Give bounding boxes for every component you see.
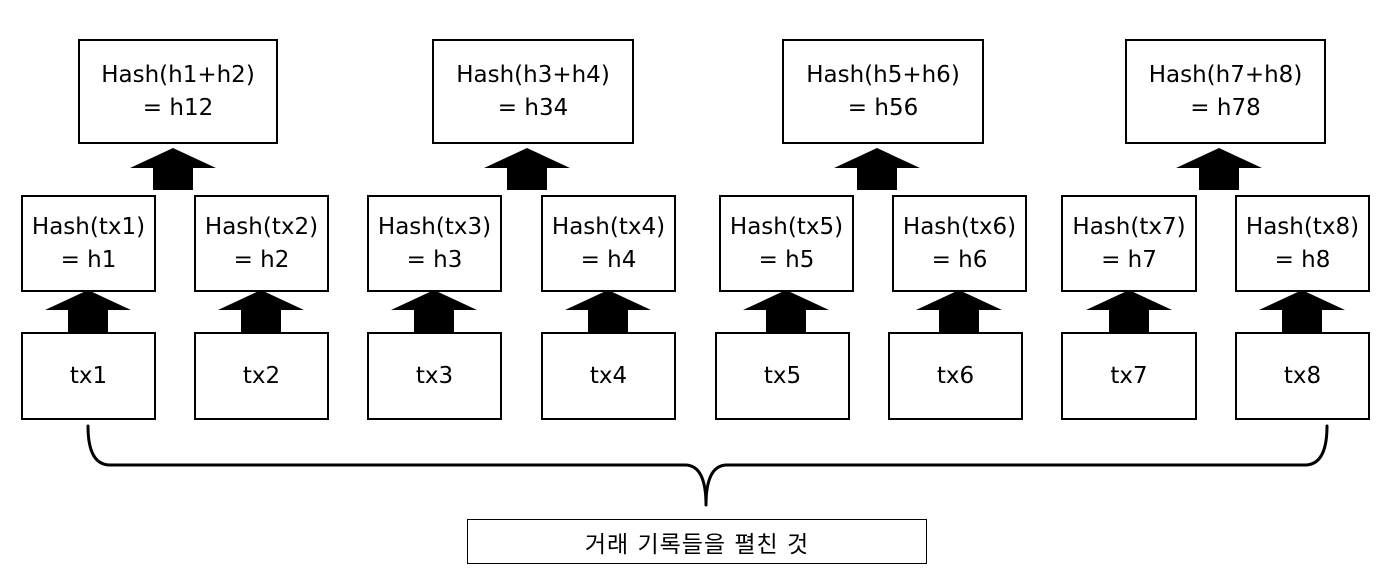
leaf-hash-result: = h6 (931, 246, 988, 273)
tx-label: tx6 (936, 362, 975, 389)
pair-hash-result: = h56 (847, 94, 919, 121)
leaf-hash-box-h2: Hash(tx2) = h2 (194, 195, 329, 292)
up-arrow-icon (218, 290, 304, 332)
up-arrow-icon (130, 148, 216, 190)
leaf-hash-formula: Hash(tx2) (204, 213, 319, 240)
leaf-hash-formula: Hash(tx6) (902, 213, 1017, 240)
tx-label: tx3 (415, 362, 454, 389)
leaf-hash-box-h3: Hash(tx3) = h3 (367, 195, 502, 292)
up-arrow-icon (484, 148, 570, 190)
tx-label: tx1 (69, 362, 108, 389)
leaf-hash-result: = h5 (758, 246, 815, 273)
tx-box-tx2: tx2 (194, 332, 329, 420)
tx-label: tx2 (242, 362, 281, 389)
up-arrow-icon (1086, 290, 1172, 332)
pair-hash-formula: Hash(h7+h8) (1148, 61, 1303, 88)
leaf-hash-formula: Hash(tx7) (1072, 213, 1186, 240)
caption-box: 거래 기록들을 펼친 것 (467, 519, 927, 564)
tx-label: tx5 (763, 362, 802, 389)
pair-hash-result: = h12 (142, 94, 214, 121)
up-arrow-icon (391, 290, 477, 332)
leaf-hash-box-h8: Hash(tx8) = h8 (1235, 195, 1370, 292)
leaf-hash-box-h6: Hash(tx6) = h6 (892, 195, 1027, 292)
leaf-hash-formula: Hash(tx8) (1245, 213, 1360, 240)
tx-label: tx4 (589, 362, 628, 389)
leaf-hash-box-h5: Hash(tx5) = h5 (719, 195, 854, 292)
leaf-hash-formula: Hash(tx4) (551, 213, 666, 240)
tx-box-tx8: tx8 (1235, 332, 1370, 420)
pair-hash-box-h34: Hash(h3+h4) = h34 (432, 39, 634, 144)
leaf-hash-formula: Hash(tx3) (377, 213, 492, 240)
tx-box-tx5: tx5 (715, 332, 850, 420)
leaf-hash-result: = h1 (60, 246, 117, 273)
leaf-hash-result: = h3 (406, 246, 463, 273)
tx-label: tx7 (1110, 362, 1148, 389)
tx-label: tx8 (1283, 362, 1322, 389)
up-arrow-icon (1176, 148, 1262, 190)
tx-box-tx7: tx7 (1061, 332, 1197, 420)
pair-hash-box-h56: Hash(h5+h6) = h56 (782, 39, 984, 144)
pair-hash-formula: Hash(h5+h6) (806, 61, 960, 88)
leaf-hash-result: = h4 (580, 246, 637, 273)
leaf-hash-box-h7: Hash(tx7) = h7 (1061, 195, 1197, 292)
up-arrow-icon (916, 290, 1002, 332)
pair-hash-box-h78: Hash(h7+h8) = h78 (1125, 39, 1326, 144)
up-arrow-icon (45, 290, 131, 332)
leaf-hash-formula: Hash(tx1) (31, 213, 146, 240)
tx-box-tx4: tx4 (541, 332, 676, 420)
pair-hash-box-h12: Hash(h1+h2) = h12 (78, 39, 278, 144)
leaf-hash-result: = h7 (1101, 246, 1157, 273)
pair-hash-formula: Hash(h1+h2) (101, 61, 255, 88)
pair-hash-formula: Hash(h3+h4) (456, 61, 610, 88)
leaf-hash-result: = h2 (233, 246, 290, 273)
leaf-hash-box-h1: Hash(tx1) = h1 (21, 195, 156, 292)
up-arrow-icon (1259, 290, 1345, 332)
leaf-hash-result: = h8 (1274, 246, 1331, 273)
tx-box-tx3: tx3 (367, 332, 502, 420)
caption-text: 거래 기록들을 펼친 것 (584, 531, 810, 558)
tx-box-tx1: tx1 (21, 332, 156, 420)
leaf-hash-formula: Hash(tx5) (729, 213, 844, 240)
pair-hash-result: = h34 (497, 94, 569, 121)
up-arrow-icon (565, 290, 651, 332)
pair-hash-result: = h78 (1190, 94, 1261, 121)
up-arrow-icon (743, 290, 829, 332)
leaf-hash-box-h4: Hash(tx4) = h4 (541, 195, 676, 292)
tx-box-tx6: tx6 (888, 332, 1023, 420)
up-arrow-icon (834, 148, 920, 190)
